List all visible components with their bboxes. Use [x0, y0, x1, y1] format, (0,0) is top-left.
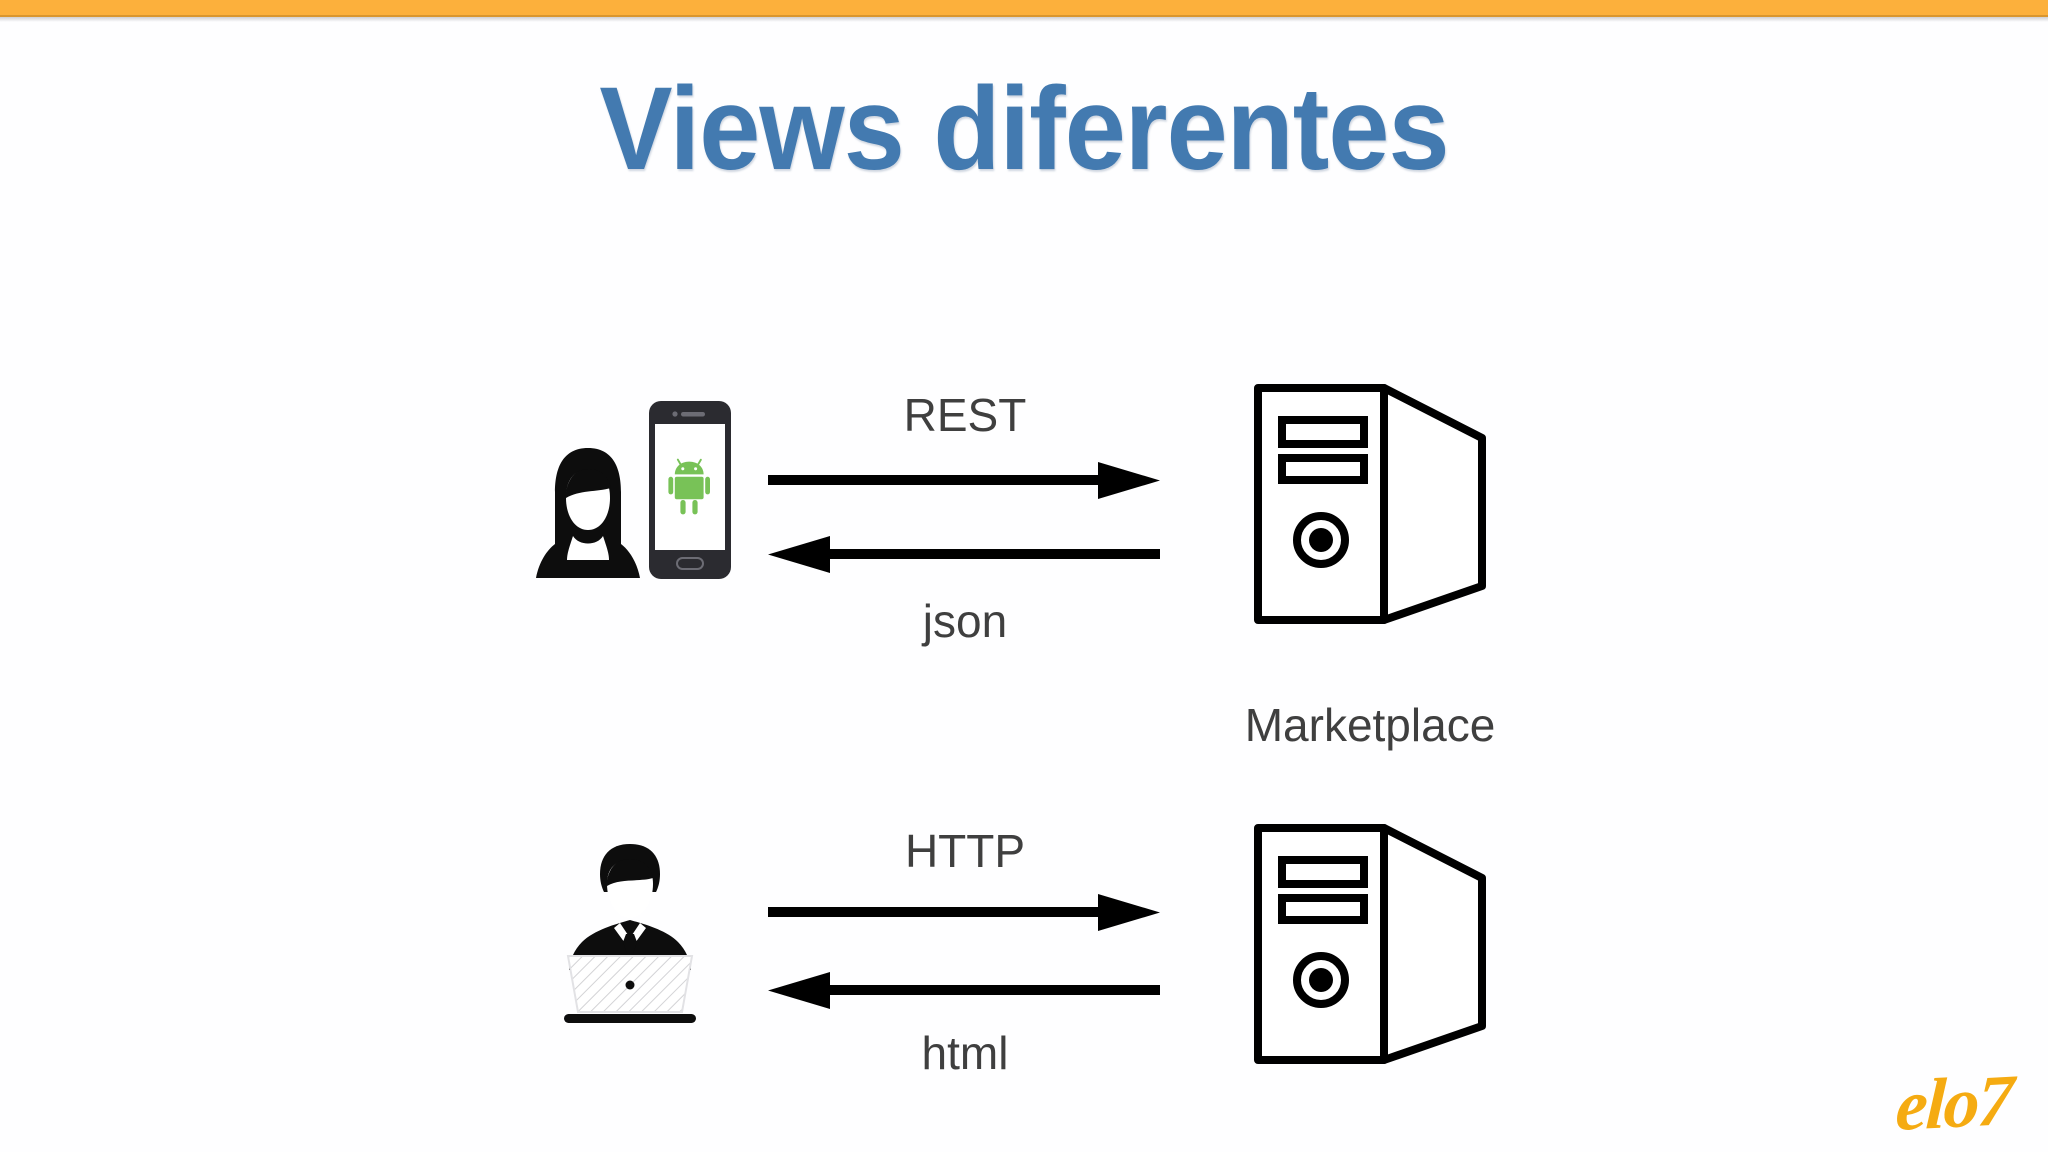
html-label: html: [921, 1027, 1009, 1079]
top-accent-bar-shadow: [0, 17, 2048, 22]
man-with-laptop-icon: [560, 838, 700, 1028]
rest-label: REST: [903, 389, 1027, 441]
top-accent-bar: [0, 0, 2048, 17]
page-title: Views diferentes: [599, 63, 1449, 195]
arrow-right-rest: [768, 458, 1160, 504]
json-label: json: [922, 595, 1008, 647]
http-label: HTTP: [904, 825, 1026, 877]
arrow-left-html: [768, 968, 1160, 1014]
server-tower-icon-top: [1250, 380, 1490, 630]
elo7-logo: elo7: [1893, 1059, 2014, 1147]
marketplace-label: Marketplace: [1244, 699, 1496, 751]
woman-user-icon: [533, 440, 643, 580]
server-tower-icon-bottom: [1250, 820, 1490, 1070]
android-phone-icon: [648, 400, 732, 580]
arrow-left-json: [768, 532, 1160, 578]
arrow-right-http: [768, 890, 1160, 936]
